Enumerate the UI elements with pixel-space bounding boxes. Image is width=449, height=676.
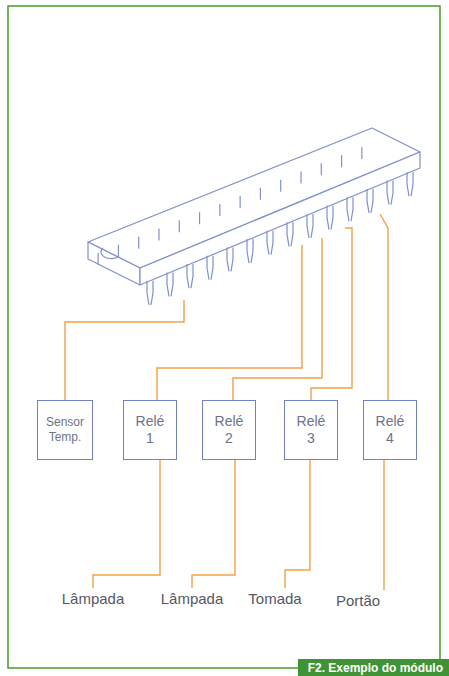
load-label: Portão <box>335 592 381 609</box>
chip-pin <box>187 264 193 288</box>
sensor-box: Sensor Temp. <box>37 400 93 460</box>
load-label: Tomada <box>247 590 302 607</box>
box-label: Relé 2 <box>212 413 246 448</box>
chip-pin <box>327 206 333 230</box>
chip-pin <box>287 222 293 246</box>
caption-bar: F2. Exemplo do módulo <box>298 659 449 676</box>
load-label: Lâmpada <box>61 590 126 607</box>
chip-pin <box>280 180 281 192</box>
load-label: Lâmpada <box>160 590 225 607</box>
chip-side <box>140 152 420 285</box>
wire <box>192 460 235 588</box>
frame-border <box>8 6 440 668</box>
chip-pin <box>219 204 220 216</box>
wire <box>93 460 160 588</box>
wire <box>311 228 352 400</box>
chip-pin <box>260 188 261 200</box>
box-label: Sensor Temp. <box>42 415 88 445</box>
chip-pin <box>118 245 119 257</box>
chip-pin <box>207 256 213 280</box>
chip-pin <box>179 220 180 232</box>
chip-pin <box>367 189 373 213</box>
wire <box>65 300 184 400</box>
chip-pin <box>98 253 99 265</box>
wire <box>380 214 388 400</box>
chip-pin <box>138 237 139 249</box>
relay-box: Relé 4 <box>363 400 417 460</box>
box-label: Relé 4 <box>373 413 407 448</box>
chip-end <box>88 242 140 285</box>
box-label: Relé 1 <box>133 413 167 448</box>
chip-pin <box>307 214 313 238</box>
wire <box>233 238 322 400</box>
chip-pin <box>341 155 342 167</box>
relay-box: Relé 2 <box>202 400 256 460</box>
chip-pin <box>361 147 362 159</box>
wires <box>65 214 388 590</box>
box-label: Relé 3 <box>294 413 328 448</box>
chip-pin <box>321 163 322 175</box>
relay-box: Relé 3 <box>284 400 338 460</box>
wire <box>383 460 384 590</box>
chip-pins <box>98 147 413 305</box>
chip-pin <box>247 239 253 263</box>
chip-pin <box>158 229 159 241</box>
chip-pin <box>387 181 393 205</box>
chip-pin <box>199 212 200 224</box>
chip-pin <box>347 197 353 221</box>
chip-pin <box>147 281 153 305</box>
ic-chip <box>88 128 420 285</box>
wire <box>285 460 310 588</box>
chip-pin <box>167 272 173 296</box>
chip-pin <box>267 231 273 255</box>
chip-pin <box>407 172 413 196</box>
chip-pin <box>300 172 301 184</box>
chip-pin <box>240 196 241 208</box>
chip-pin <box>227 247 233 271</box>
relay-box: Relé 1 <box>123 400 177 460</box>
chip-top <box>88 128 420 268</box>
figure-caption: F2. Exemplo do módulo <box>298 661 449 675</box>
chip-notch <box>101 248 119 259</box>
